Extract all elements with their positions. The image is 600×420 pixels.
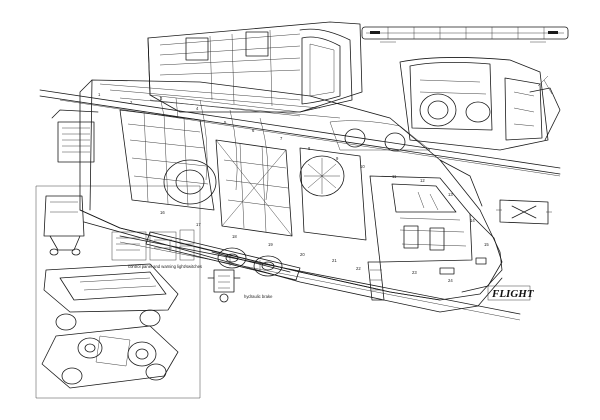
flight-logo: FLIGHT xyxy=(487,285,535,301)
callout-mark: 7 xyxy=(280,136,283,141)
callout-mark: 17 xyxy=(196,222,201,227)
bogie-inset xyxy=(35,185,201,399)
callout-mark: 22 xyxy=(356,266,361,271)
control-panel-caption: control panel and warning light/switches xyxy=(128,264,202,269)
callout-mark: 24 xyxy=(448,278,453,283)
rear-power-car xyxy=(399,57,561,151)
callout-mark: 10 xyxy=(360,164,365,169)
callout-mark: 11 xyxy=(392,174,397,179)
callout-mark: 9 xyxy=(336,156,339,161)
lower-track xyxy=(119,235,521,321)
control-panel-key xyxy=(111,229,195,261)
callout-mark: 6 xyxy=(252,128,255,133)
callout-mark: 13 xyxy=(448,192,453,197)
flight-logo-text: FLIGHT xyxy=(491,288,535,300)
callout-mark: 8 xyxy=(308,146,311,151)
callout-mark: 3 xyxy=(160,96,163,101)
callout-mark: 19 xyxy=(268,242,273,247)
callout-mark: 15 xyxy=(484,242,489,247)
callout-mark: 23 xyxy=(412,270,417,275)
train-formation-diagram xyxy=(361,26,569,43)
callout-mark: 21 xyxy=(332,258,337,263)
coupling-detail xyxy=(496,199,552,225)
callout-mark: 18 xyxy=(232,234,237,239)
callout-mark: 5 xyxy=(224,120,227,125)
callout-mark: 14 xyxy=(470,218,475,223)
callout-mark: 1 xyxy=(98,92,101,97)
callout-mark: 12 xyxy=(420,178,425,183)
callout-mark: 2 xyxy=(130,100,133,105)
callout-mark: 4 xyxy=(196,106,199,111)
callout-mark: 16 xyxy=(160,210,165,215)
hydraulic-brake-symbol xyxy=(207,269,241,303)
callout-mark: 20 xyxy=(300,252,305,257)
rear-car-outline xyxy=(147,21,363,117)
hydraulic-brake-caption: hydraulic brake xyxy=(244,294,273,299)
main-power-car xyxy=(51,79,503,313)
